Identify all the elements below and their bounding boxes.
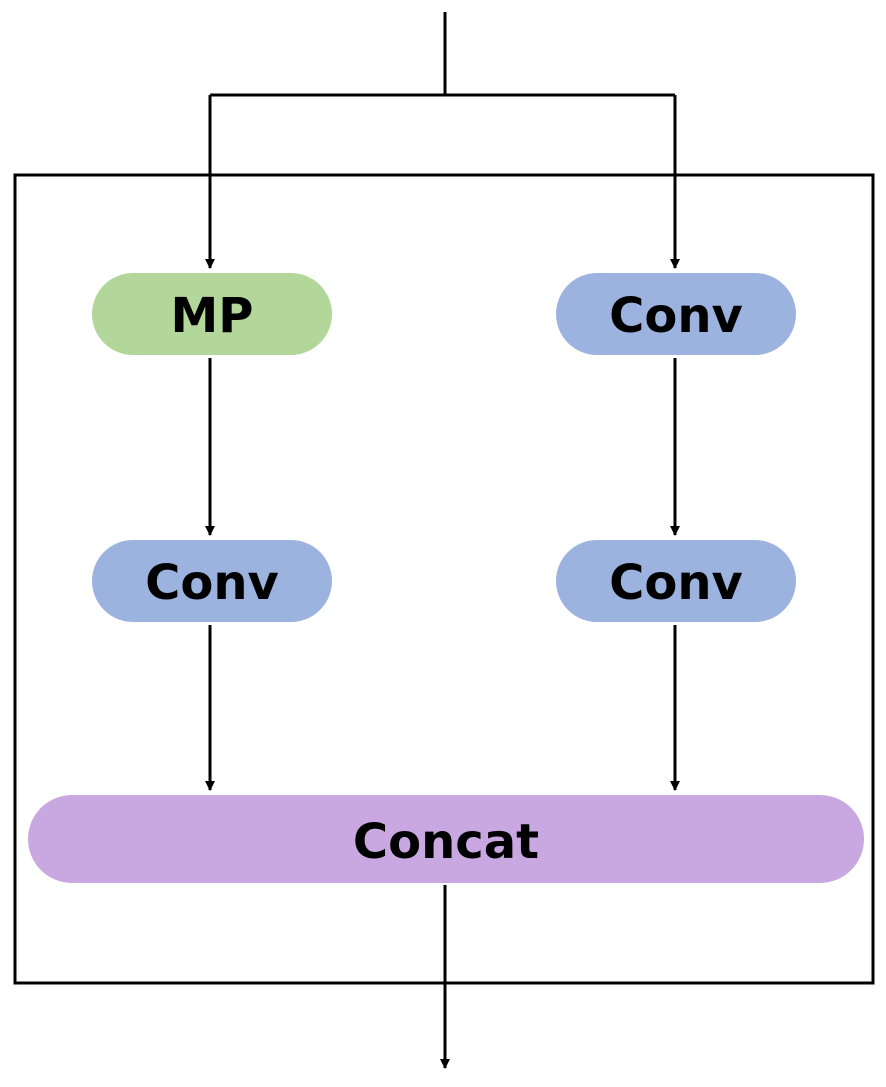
mp-node-label: MP	[171, 288, 254, 344]
conv-right-bottom-node-label: Conv	[609, 555, 743, 611]
conv-right-top-node-label: Conv	[609, 288, 743, 344]
conv-left-node-label: Conv	[145, 555, 279, 611]
conv-right-top-node-shape	[556, 273, 796, 355]
concat-node-label: Concat	[353, 814, 539, 870]
conv-left-node: Conv	[92, 540, 332, 622]
conv-right-bottom-node-shape	[556, 540, 796, 622]
concat-node: Concat	[28, 795, 864, 883]
conv-right-top-node: Conv	[556, 273, 796, 355]
conv-right-bottom-node: Conv	[556, 540, 796, 622]
conv-left-node-shape	[92, 540, 332, 622]
concat-node-shape	[28, 795, 864, 883]
mp-node: MP	[92, 273, 332, 355]
mp-node-shape	[92, 273, 332, 355]
